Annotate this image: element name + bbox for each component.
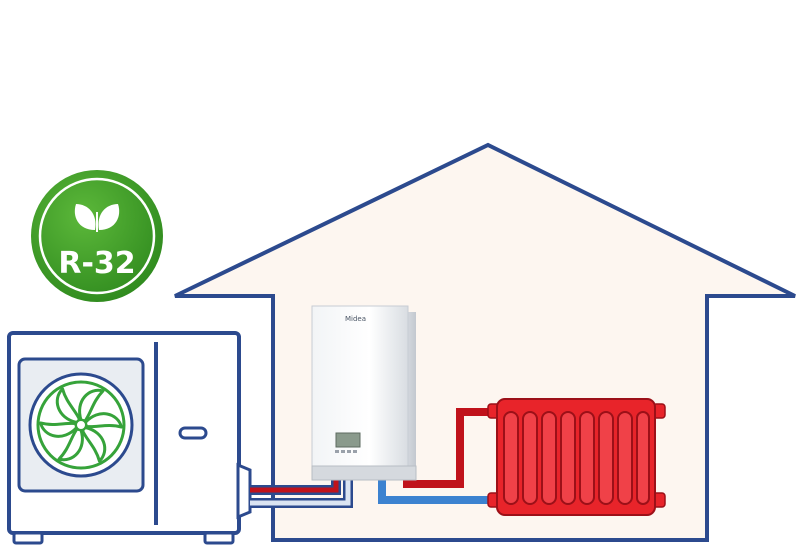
leaf-icon [74,204,120,232]
radiator-icon [487,398,666,516]
indoor-unit-buttons [335,450,357,453]
indoor-unit-display [335,432,361,448]
outdoor-unit-handle [178,426,208,440]
fan-icon [36,380,126,470]
indoor-unit-body [311,305,409,477]
indoor-unit: Midea [311,305,417,481]
outdoor-foot-right [203,531,235,545]
badge-circle [31,170,163,302]
pipe-connector [236,462,252,520]
pipe-outdoor-return [250,470,351,506]
house-outline [174,142,796,542]
radiator-pipes [378,408,498,504]
house [174,142,796,542]
badge-label: R-32 [58,246,135,281]
pipe-cold-return [378,480,498,504]
pipe-hot-supply [403,408,498,488]
outdoor-foot-left [12,531,44,545]
badge-ring [38,177,156,295]
indoor-unit-base [311,465,417,481]
radiator-fins [503,411,650,505]
r32-badge: R-32 [31,170,163,302]
indoor-unit-brand: Midea [345,315,366,323]
outdoor-unit [7,331,252,545]
